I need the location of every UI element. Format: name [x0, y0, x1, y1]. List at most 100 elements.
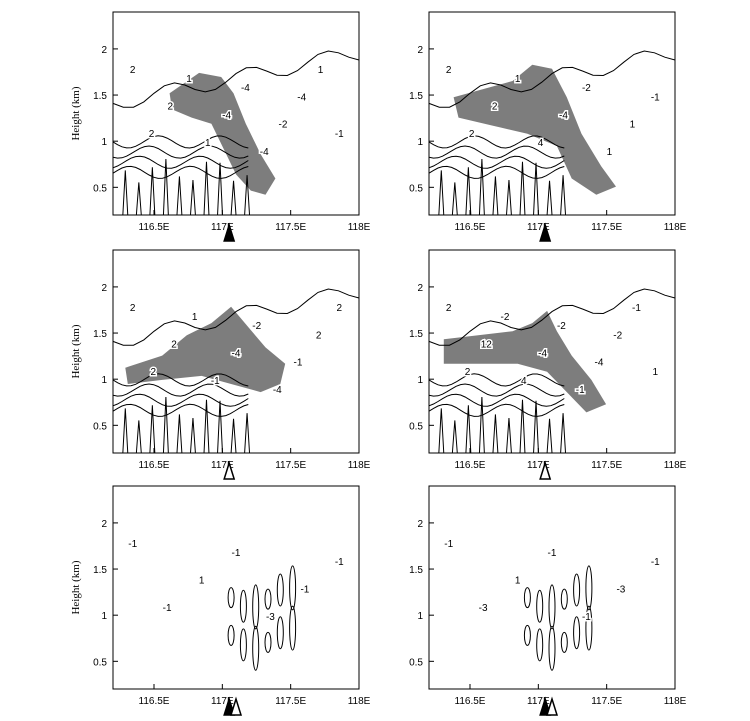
open-triangle-marker	[539, 460, 552, 480]
contour-label: -2	[279, 120, 288, 131]
contour-label: -1	[576, 385, 585, 396]
contour-line	[438, 408, 445, 454]
contour-label: -1	[294, 358, 303, 369]
shaded-region	[169, 72, 276, 195]
contour-label: -1	[632, 303, 641, 314]
contour-line	[122, 170, 129, 216]
y-tick-label: 1	[101, 137, 107, 148]
y-tick-label: 1	[417, 137, 423, 148]
contour-label: -1	[651, 557, 660, 568]
contour-line	[505, 418, 512, 454]
plot-frame	[112, 11, 360, 216]
contour-line	[176, 414, 183, 454]
contour-line	[112, 50, 360, 108]
y-tick-label: 1.5	[93, 91, 107, 102]
contour-label: -4	[232, 349, 241, 360]
contour-lines	[428, 50, 676, 216]
contour-label: 2	[446, 303, 452, 314]
y-tick-label: 0.5	[93, 657, 107, 668]
contour-line	[112, 373, 249, 387]
y-tick-label: 0.5	[409, 421, 423, 432]
contour-lines	[428, 288, 676, 454]
contour-line	[264, 631, 272, 653]
contour-line	[451, 420, 458, 454]
x-tick-label: 118E	[348, 460, 371, 471]
contour-line	[239, 589, 247, 623]
open-triangle-marker	[223, 460, 236, 480]
contour-line	[465, 405, 472, 454]
contour-line	[135, 182, 142, 216]
x-tick-label: 116.5E	[455, 460, 486, 471]
y-tick-label: 0.5	[93, 183, 107, 194]
contour-label: 2	[171, 339, 177, 350]
contour-line	[203, 161, 210, 216]
contour-label: 2	[151, 367, 157, 378]
contour-label: 1	[199, 575, 205, 586]
contour-line	[112, 403, 249, 417]
contour-line	[189, 418, 196, 454]
x-tick-label: 116.5E	[139, 222, 170, 233]
contour-line	[546, 418, 553, 454]
contour-label: 1	[607, 147, 613, 158]
contour-label: -2	[501, 312, 510, 323]
contour-line	[252, 584, 260, 630]
contour-label: 2	[130, 303, 136, 314]
contour-label: 2	[316, 330, 322, 341]
x-tick-label: 118E	[664, 460, 687, 471]
contour-line	[478, 159, 485, 216]
y-axis-label: Height (km)	[70, 86, 82, 140]
contour-label: -1	[444, 539, 453, 550]
plot-frame	[112, 249, 360, 454]
contour-label: -3	[479, 603, 488, 614]
contour-label: 2	[337, 303, 343, 314]
x-tick-label: 116.5E	[455, 222, 486, 233]
contour-line	[478, 397, 485, 454]
contour-label: -4	[559, 111, 568, 122]
y-tick-label: 0.5	[409, 657, 423, 668]
contour-line	[227, 624, 235, 646]
contour-label: 2	[168, 101, 174, 112]
shaded-region	[443, 310, 607, 413]
contour-label: -1	[651, 92, 660, 103]
contour-line	[428, 145, 565, 159]
contour-line	[428, 165, 565, 179]
x-tick-label: 117E	[527, 696, 550, 707]
contour-line	[523, 624, 531, 646]
contour-line	[112, 383, 249, 397]
x-tick-label: 117E	[527, 460, 550, 471]
contour-line	[505, 180, 512, 216]
contour-line	[451, 182, 458, 216]
contour-line	[244, 175, 251, 216]
y-tick-label: 2	[417, 283, 423, 294]
contour-line	[276, 616, 284, 650]
contour-line	[523, 587, 531, 609]
plot-frame	[428, 11, 676, 216]
contour-line	[252, 625, 260, 671]
contour-label: -4	[273, 385, 282, 396]
contour-label: -1	[300, 585, 309, 596]
contour-line	[573, 573, 581, 607]
contour-label: 2	[492, 101, 498, 112]
y-tick-label: 2	[101, 519, 107, 530]
contour-line	[264, 588, 272, 610]
contour-label: -4	[538, 349, 547, 360]
y-tick-label: 1.5	[93, 329, 107, 340]
contour-line	[149, 405, 156, 454]
contour-line	[428, 155, 565, 169]
contour-label: 2	[446, 65, 452, 76]
x-tick-label: 118E	[664, 696, 687, 707]
contour-line	[289, 565, 297, 611]
contour-label: -4	[222, 111, 231, 122]
contour-line	[428, 373, 565, 387]
contour-line	[428, 135, 565, 149]
contour-line	[492, 176, 499, 216]
y-tick-label: 1	[101, 611, 107, 622]
contour-line	[230, 418, 237, 454]
contour-line	[585, 605, 593, 651]
contour-line	[560, 413, 567, 454]
contour-label: 12	[481, 339, 493, 350]
